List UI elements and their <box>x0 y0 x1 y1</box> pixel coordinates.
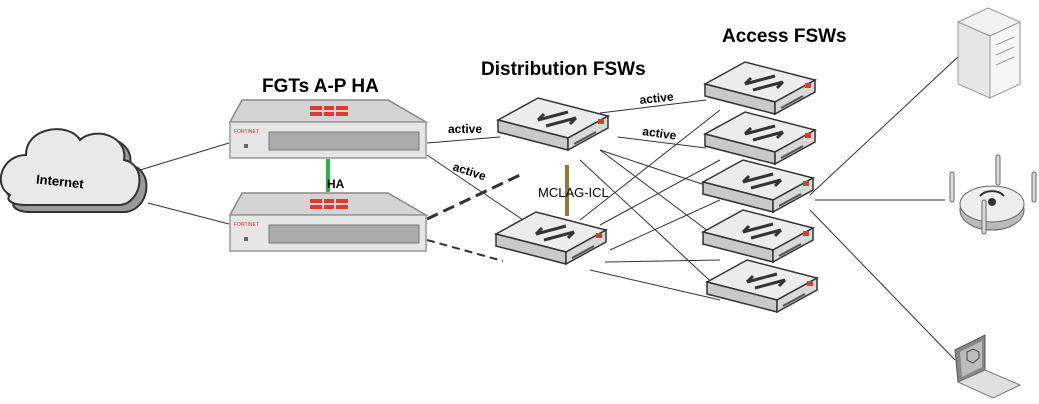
active-label-3: active <box>639 89 675 107</box>
access-switch-2[interactable] <box>703 110 817 166</box>
fgt-title: FGTs A-P HA <box>262 76 379 97</box>
active-label-1: active <box>448 122 482 136</box>
mclag-label: MCLAG-ICL <box>538 185 609 200</box>
access-title: Access FSWs <box>722 26 847 47</box>
active-label-4: active <box>642 124 678 143</box>
internet-cloud-icon <box>0 128 148 213</box>
fortigate-primary[interactable] <box>229 99 427 159</box>
links <box>139 54 961 361</box>
distribution-title: Distribution FSWs <box>481 59 646 80</box>
access-switch-4[interactable] <box>701 208 815 264</box>
internet-label: Internet <box>35 172 85 192</box>
laptop-icon[interactable] <box>954 334 1022 399</box>
distribution-switch-1[interactable] <box>496 96 610 152</box>
access-switch-5[interactable] <box>705 258 819 314</box>
access-switch-3[interactable] <box>701 158 815 214</box>
ha-label: HA <box>327 177 345 191</box>
distribution-switch-2[interactable] <box>494 210 608 266</box>
access-switch-1[interactable] <box>703 60 817 116</box>
active-label-2: active <box>451 160 488 184</box>
fortigate-secondary[interactable] <box>229 192 427 252</box>
access-point-icon[interactable] <box>949 154 1037 235</box>
server-icon[interactable] <box>956 7 1022 99</box>
